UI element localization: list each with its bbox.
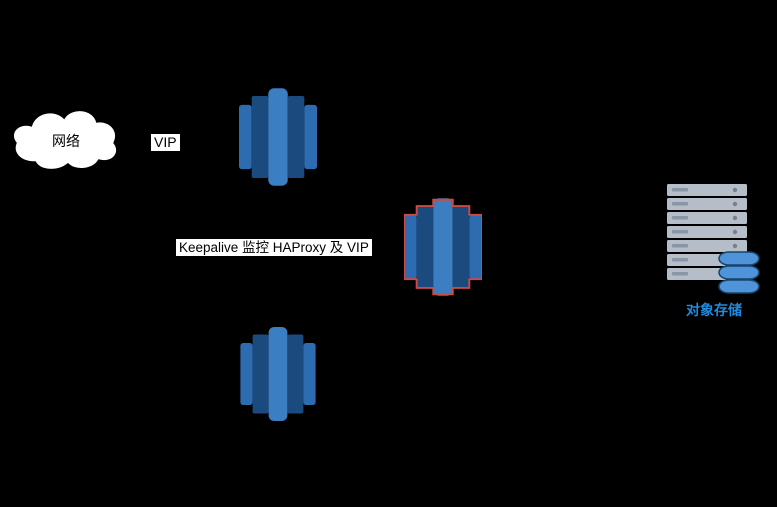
- database-icon: [240, 327, 316, 421]
- vip-label: VIP: [151, 134, 180, 151]
- node-network-cloud: 网络: [8, 101, 124, 181]
- cloud-icon: [12, 109, 119, 171]
- keepalive-label: Keepalive 监控 HAProxy 及 VIP: [176, 239, 372, 256]
- database-icon: [239, 88, 317, 186]
- server-rack-icon: [667, 184, 760, 294]
- node-haproxy-top: [239, 88, 317, 186]
- node-haproxy-bottom: [239, 327, 317, 421]
- node-haproxy-middle: [404, 198, 482, 296]
- node-object-storage: [667, 184, 761, 296]
- rack-units: [667, 184, 747, 280]
- disk-stack-icon: [718, 251, 760, 294]
- highlight-outline: [404, 198, 482, 296]
- database-icon-highlighted: [404, 198, 482, 296]
- network-cloud-label: 网络: [52, 133, 80, 149]
- object-storage-label: 对象存储: [686, 302, 742, 318]
